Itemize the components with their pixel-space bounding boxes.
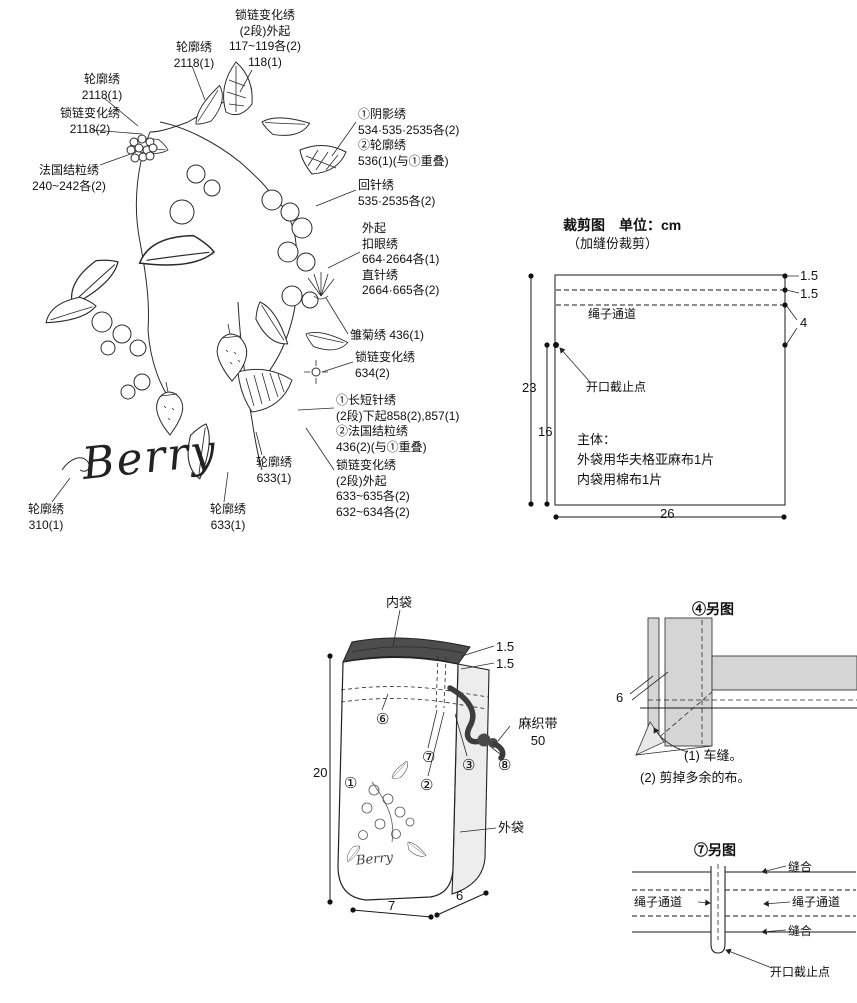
embroidery-sketch [45,61,349,480]
body-note: 主体：外袋用华夫格亚麻布1片内袋用棉布1片 [577,432,715,488]
detail7-sew-bottom: 缝合 [788,924,813,938]
dim-26: 26 [660,506,675,521]
bag-dim-6: 6 [456,888,464,903]
raspberry-cluster [126,134,158,163]
detail7-diagram [632,864,856,969]
bag-dim-1-5a: 1.5 [496,639,515,654]
dim-16: 16 [538,424,553,439]
mark-8: ⑧ [498,757,512,774]
mark-1: ① [344,775,358,792]
detail4-note1: (1) 车缝。 [684,748,743,763]
bag-dim-7: 7 [388,898,396,913]
detail7-sew-top: 缝合 [788,860,813,874]
dim-23: 23 [522,380,537,395]
embroidery-leader-lines [51,65,361,503]
mark-7: ⑦ [422,749,436,766]
detail7-opening-stop: 开口截止点 [770,965,831,979]
bag-illustration [327,609,511,920]
detail7-channel-right: 绳子通道 [792,895,841,909]
script-curl [61,457,90,472]
thistle-flower [307,272,335,300]
detail4-note2: (2) 剪掉多余的布。 [640,770,751,785]
detail4-diagram [629,617,857,756]
bag-leader-lines [381,609,511,833]
hatched-leaf-top [223,61,253,116]
label-daisy-436: 雏菊绣 436(1) [350,328,425,342]
bag-dim-20: 20 [313,765,328,780]
cord-channel-label: 绳子通道 [588,307,637,321]
mark-6: ⑥ [376,711,390,728]
berries [91,164,319,400]
detail7-channel-left: 绳子通道 [634,895,683,909]
bag-dim-1-5b: 1.5 [496,656,515,671]
bag-embroidery [358,781,415,843]
hatched-leaf-right [299,145,347,175]
small-flower [304,360,328,384]
mark-2: ② [420,777,434,794]
satin-leaf [237,368,293,413]
opening-stop-label: 开口截止点 [586,380,647,394]
cutting-diagram [528,273,800,520]
bag-berry-script: Berry [355,850,394,869]
strawberries [156,323,248,436]
mark-3: ③ [462,757,476,774]
cutting-title: 裁剪图 单位：cm [563,217,682,233]
detail4-dim-6: 6 [616,690,624,705]
detail7-title: ⑦另图 [694,842,736,858]
dim-1-5a: 1.5 [800,268,819,283]
dim-1-5b: 1.5 [800,286,819,301]
inner-bag-label: 内袋 [386,595,413,610]
outer-bag-label: 外袋 [498,820,525,835]
detail4-title: ④另图 [692,601,734,617]
cutting-subtitle: （加缝份裁剪） [567,236,659,251]
detail7-leader-lines [697,865,791,969]
dim-4: 4 [800,315,808,330]
